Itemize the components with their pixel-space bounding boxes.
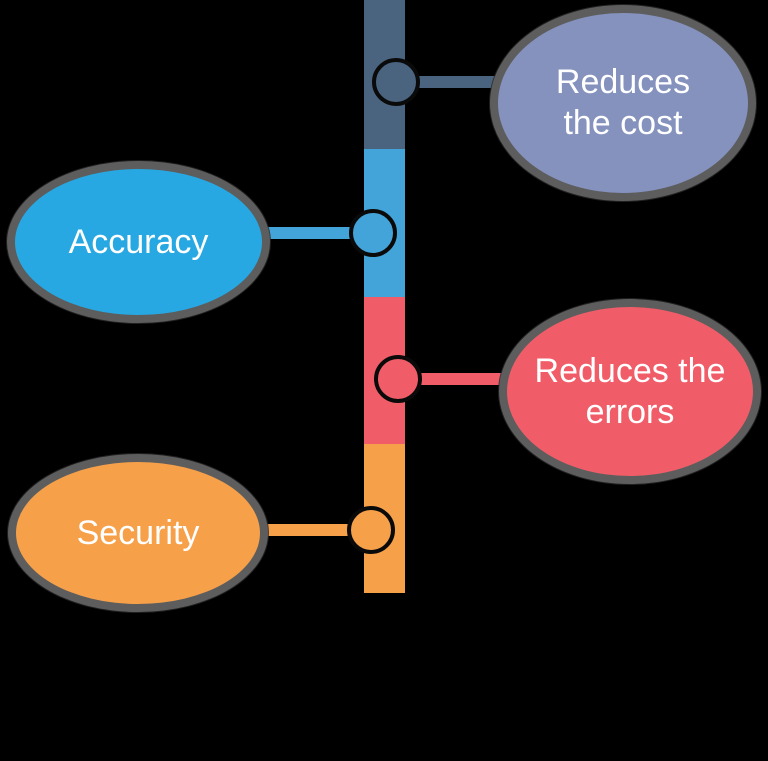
bubble-reduces-cost: Reduces the cost (490, 5, 756, 201)
connector-reduces-cost (396, 76, 496, 88)
bubble-label: Reduces the (534, 351, 726, 390)
bubble-label: errors (585, 392, 675, 431)
bubble-label: the cost (563, 104, 683, 142)
node-circle-accuracy (349, 209, 397, 257)
bubble-security: Security (8, 454, 268, 612)
node-circle-reduces-errors (374, 355, 422, 403)
bubble-label: Security (76, 513, 200, 552)
connector-security (262, 524, 372, 536)
bubble-label: Accuracy (68, 222, 209, 261)
bubble-label: Reduces (555, 63, 691, 101)
bubble-accuracy: Accuracy (7, 161, 270, 323)
node-circle-security (347, 506, 395, 554)
connector-reduces-errors (398, 373, 502, 385)
bubble-reduces-errors: Reduces the errors (499, 299, 761, 484)
node-circle-reduces-cost (372, 58, 420, 106)
connector-accuracy (264, 227, 374, 239)
